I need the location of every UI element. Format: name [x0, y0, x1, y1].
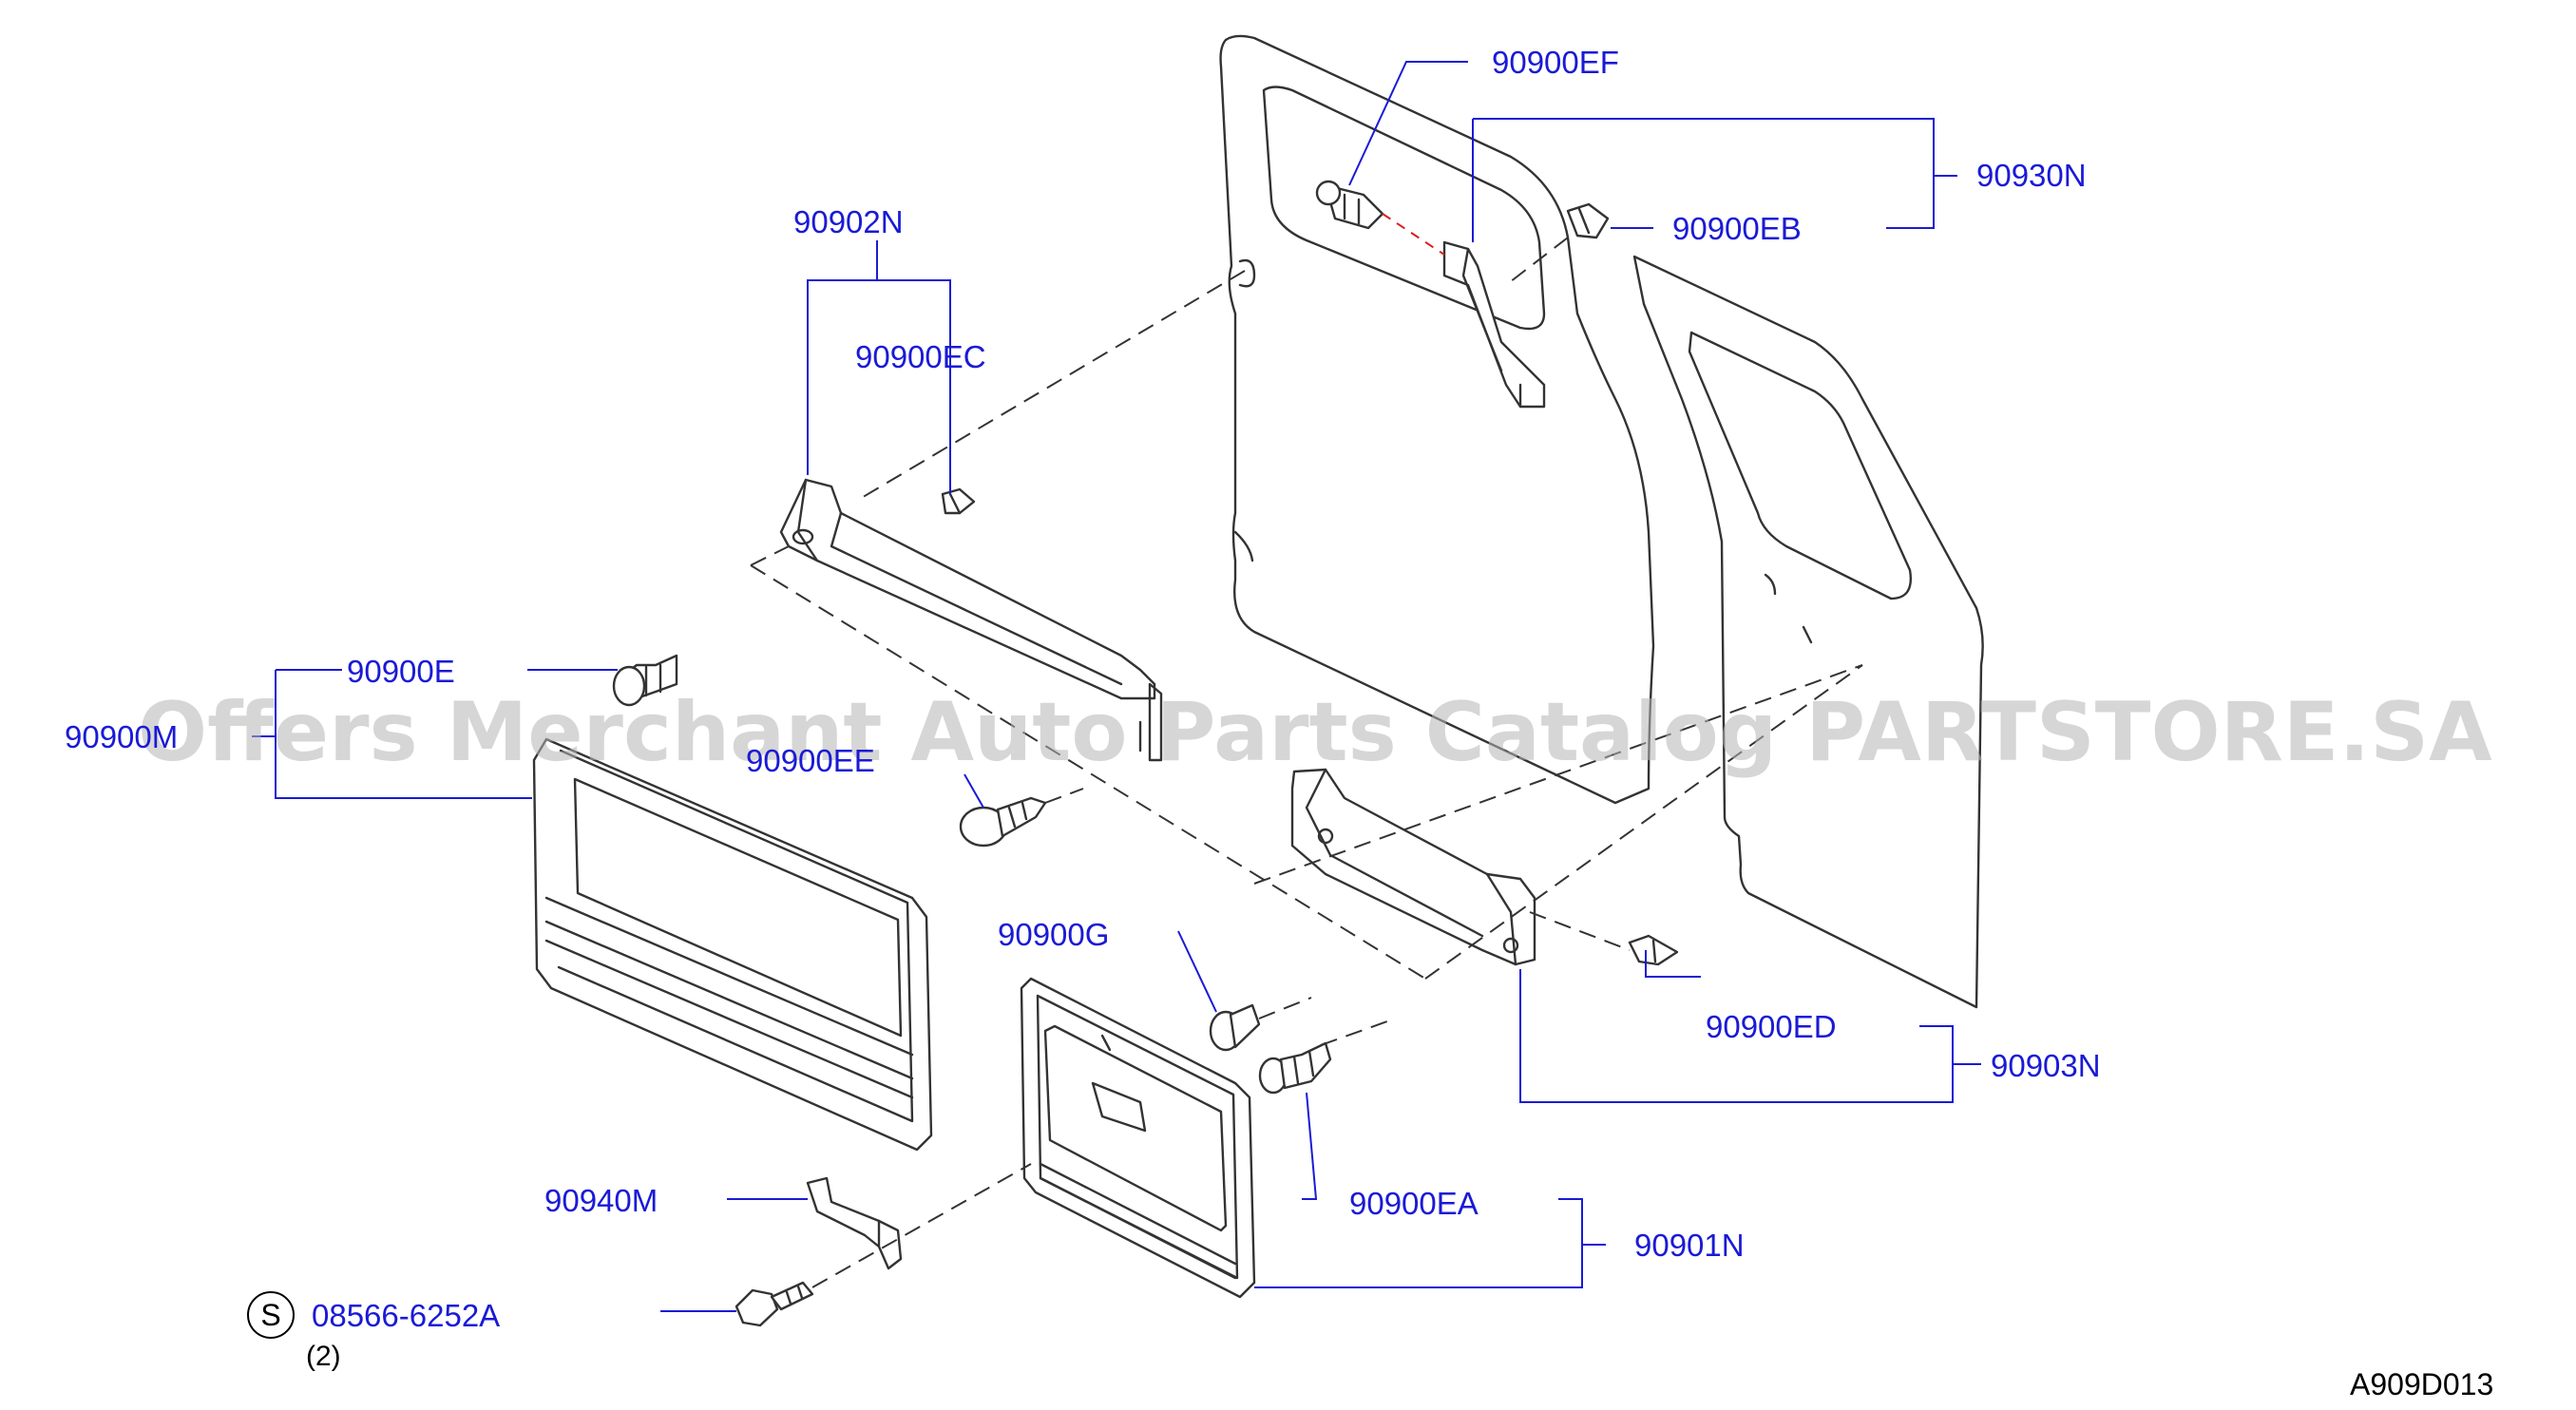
label-90903N[interactable]: 90903N [1991, 1048, 2101, 1083]
label-90900ED[interactable]: 90900ED [1706, 1009, 1837, 1044]
label-90940M[interactable]: 90940M [544, 1183, 658, 1218]
standard-part-marker-letter: S [260, 1298, 280, 1332]
clip-90900EC [941, 487, 976, 515]
clip-90900ED [1628, 934, 1679, 966]
clip-90900G [1209, 1003, 1261, 1052]
label-90902N[interactable]: 90902N [793, 204, 904, 239]
finisher-90902N [779, 478, 1163, 762]
side-door-panel [1632, 255, 1984, 1009]
back-door-panel [1219, 34, 1655, 805]
bracket-90940M [806, 1176, 903, 1270]
standard-part-marker [247, 1291, 295, 1339]
label-90900M[interactable]: 90900M [65, 719, 178, 754]
label-90900E[interactable]: 90900E [347, 654, 455, 689]
label-90900EE[interactable]: 90900EE [746, 743, 875, 778]
screw-08566-6252A [735, 1281, 814, 1327]
label-90900EF[interactable]: 90900EF [1492, 45, 1619, 80]
label-90900EC[interactable]: 90900EC [855, 339, 986, 374]
label-90930N[interactable]: 90930N [1976, 158, 2087, 193]
label-90900EB[interactable]: 90900EB [1672, 211, 1802, 246]
clip-90900E [612, 654, 678, 707]
trim-panel-90900M [532, 737, 933, 1152]
label-90900EA[interactable]: 90900EA [1349, 1186, 1479, 1221]
clip-90900EF [1315, 180, 1384, 230]
watermark-text: Offers Merchant Auto Parts Catalog PARTS… [138, 685, 2492, 780]
screw-label-group[interactable]: S 08566-6252A (2) [247, 1291, 500, 1372]
clip-90900EA [1258, 1041, 1332, 1095]
clip-90900EB [1566, 202, 1610, 239]
diagram-code: A909D013 [2350, 1367, 2493, 1401]
label-90901N[interactable]: 90901N [1634, 1228, 1745, 1263]
leader-lines [252, 61, 1981, 1312]
assist-grip-90930N [1442, 240, 1546, 409]
label-08566-6252A[interactable]: 08566-6252A [312, 1298, 500, 1333]
label-90900G[interactable]: 90900G [998, 917, 1109, 952]
trim-panel-90901N [1020, 977, 1256, 1299]
screw-quantity: (2) [306, 1341, 341, 1372]
clip-90900EE [959, 796, 1047, 848]
finisher-90903N [1290, 768, 1536, 966]
